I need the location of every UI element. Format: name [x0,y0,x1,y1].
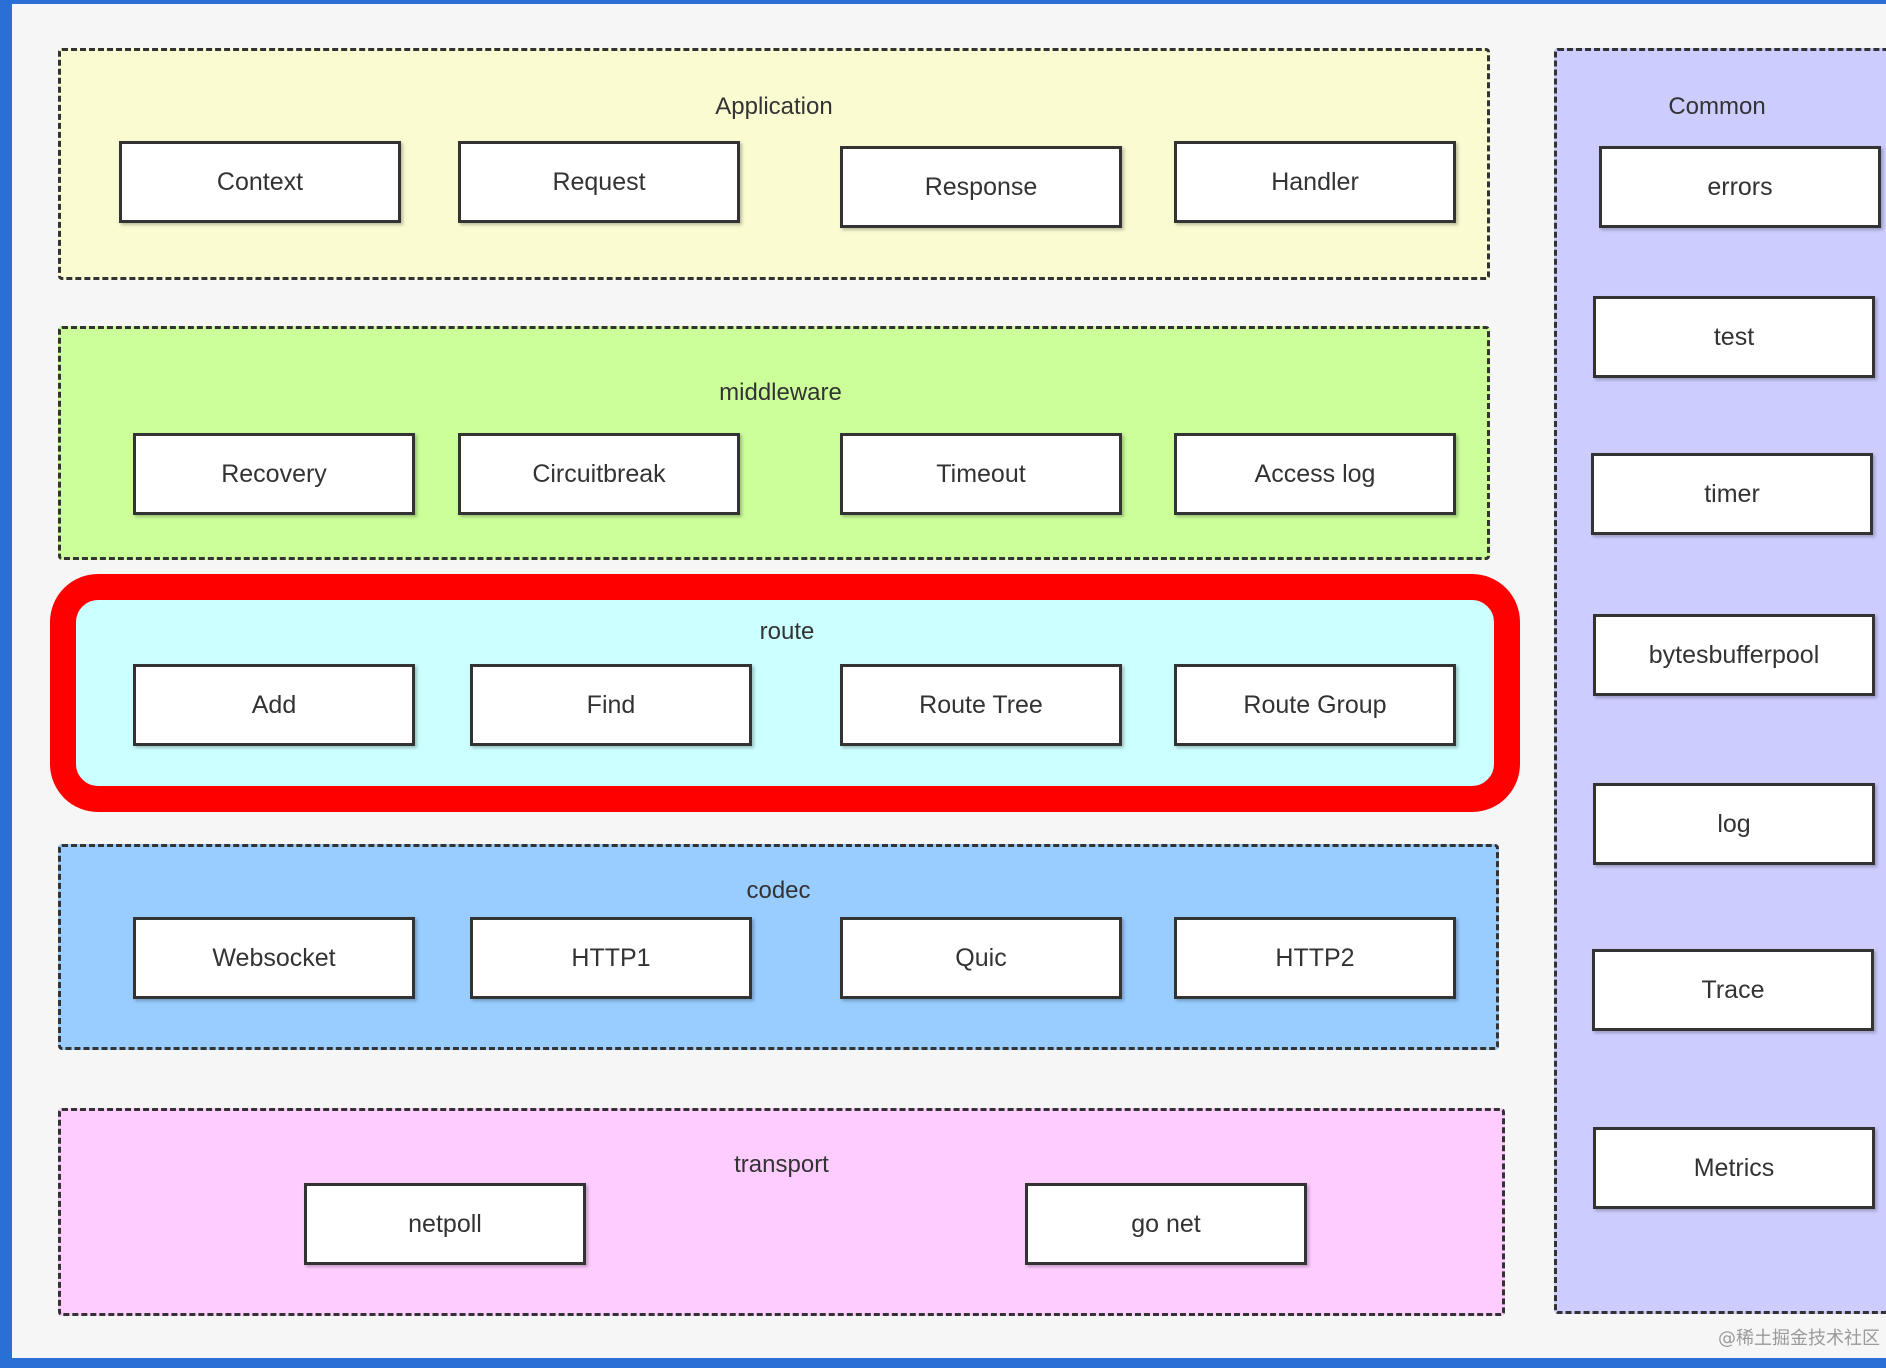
codec-layer: codec Websocket HTTP1 Quic HTTP2 [58,844,1499,1050]
route-group-box: Route Group [1174,664,1456,746]
transport-layer: transport netpoll go net [58,1108,1505,1316]
timer-box: timer [1591,453,1873,535]
application-layer-title: Application [715,93,833,120]
circuitbreak-box: Circuitbreak [458,433,740,515]
context-box: Context [119,141,401,223]
handler-box: Handler [1174,141,1456,223]
recovery-box: Recovery [133,433,415,515]
find-box: Find [470,664,752,746]
diagram-canvas: Application Context Request Response Han… [12,4,1886,1358]
timeout-box: Timeout [840,433,1122,515]
quic-box: Quic [840,917,1122,999]
request-box: Request [458,141,740,223]
middleware-layer: middleware Recovery Circuitbreak Timeout… [58,326,1490,560]
route-layer-title: route [759,618,815,645]
log-box: log [1593,783,1875,865]
codec-layer-title: codec [746,877,811,904]
response-box: Response [840,146,1122,228]
common-layer: Common errors test timer bytesbufferpool… [1554,48,1886,1314]
route-layer: route Add Find Route Tree Route Group [64,594,1494,792]
transport-layer-title: transport [734,1151,829,1178]
http1-box: HTTP1 [470,917,752,999]
route-tree-box: Route Tree [840,664,1122,746]
application-layer: Application Context Request Response Han… [58,48,1490,280]
watermark: @稀土掘金技术社区 [1718,1328,1880,1349]
go-net-box: go net [1025,1183,1307,1265]
common-layer-title: Common [1668,93,1766,120]
bytesbufferpool-box: bytesbufferpool [1593,614,1875,696]
netpoll-box: netpoll [304,1183,586,1265]
websocket-box: Websocket [133,917,415,999]
trace-box: Trace [1592,949,1874,1031]
route-highlight-outline [50,574,1520,812]
add-box: Add [133,664,415,746]
metrics-box: Metrics [1593,1127,1875,1209]
middleware-layer-title: middleware [719,379,842,406]
http2-box: HTTP2 [1174,917,1456,999]
access-log-box: Access log [1174,433,1456,515]
errors-box: errors [1599,146,1881,228]
test-box: test [1593,296,1875,378]
